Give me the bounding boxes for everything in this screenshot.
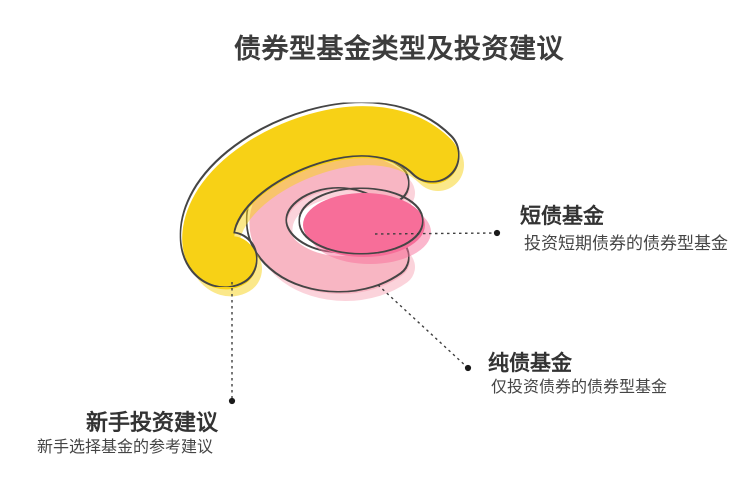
connector-short-bond (374, 232, 498, 235)
inner-oval-short-bond (300, 189, 431, 264)
outer-ring-outline (181, 103, 458, 287)
outer-ring-beginner-advice (181, 103, 464, 297)
connector-pure-bond (377, 284, 469, 369)
inner-oval-outline (300, 189, 422, 253)
label-beginner-advice-desc: 新手选择基金的参考建议 (37, 439, 214, 456)
middle-ring-pure-bond (247, 149, 415, 301)
label-short-bond-desc: 投资短期债券的债券型基金 (524, 234, 728, 253)
dot-short-bond (493, 229, 501, 237)
callout-connectors (231, 232, 498, 401)
middle-ring-outline (247, 149, 408, 291)
label-short-bond-title: 短债基金 (520, 205, 604, 228)
dot-pure-bond (464, 364, 472, 372)
page-title: 债券型基金类型及投资建议 (234, 34, 564, 64)
callout-dots (228, 229, 501, 405)
label-pure-bond-desc: 仅投资债券的债券型基金 (491, 379, 668, 396)
label-beginner-advice-title: 新手投资建议 (86, 410, 219, 435)
dot-beginner-advice (228, 397, 236, 405)
label-pure-bond-title: 纯债基金 (488, 352, 572, 375)
